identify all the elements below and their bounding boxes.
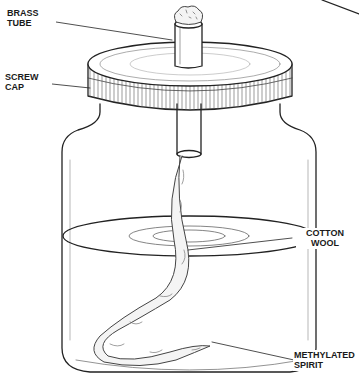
part-label: METHYLATED SPIRIT [293, 350, 357, 371]
glass-highlight [70, 160, 308, 340]
brass-tube [175, 24, 202, 68]
stray-line [322, 0, 359, 14]
part-label: COTTON WOOL [296, 228, 354, 249]
spirit-surface [63, 216, 315, 256]
part-label: BRASS TUBE [6, 8, 56, 29]
brass-tube-inside [177, 104, 201, 154]
cotton-wool [94, 156, 210, 366]
leader-line [52, 84, 90, 88]
ripple [129, 226, 249, 246]
leader-line [188, 238, 292, 250]
ripple [153, 230, 225, 242]
leader-line [212, 342, 294, 360]
glass-jar [62, 104, 316, 372]
cotton-tuft [174, 6, 202, 25]
leader-line [56, 22, 172, 40]
part-label: SCREW CAP [4, 72, 52, 93]
